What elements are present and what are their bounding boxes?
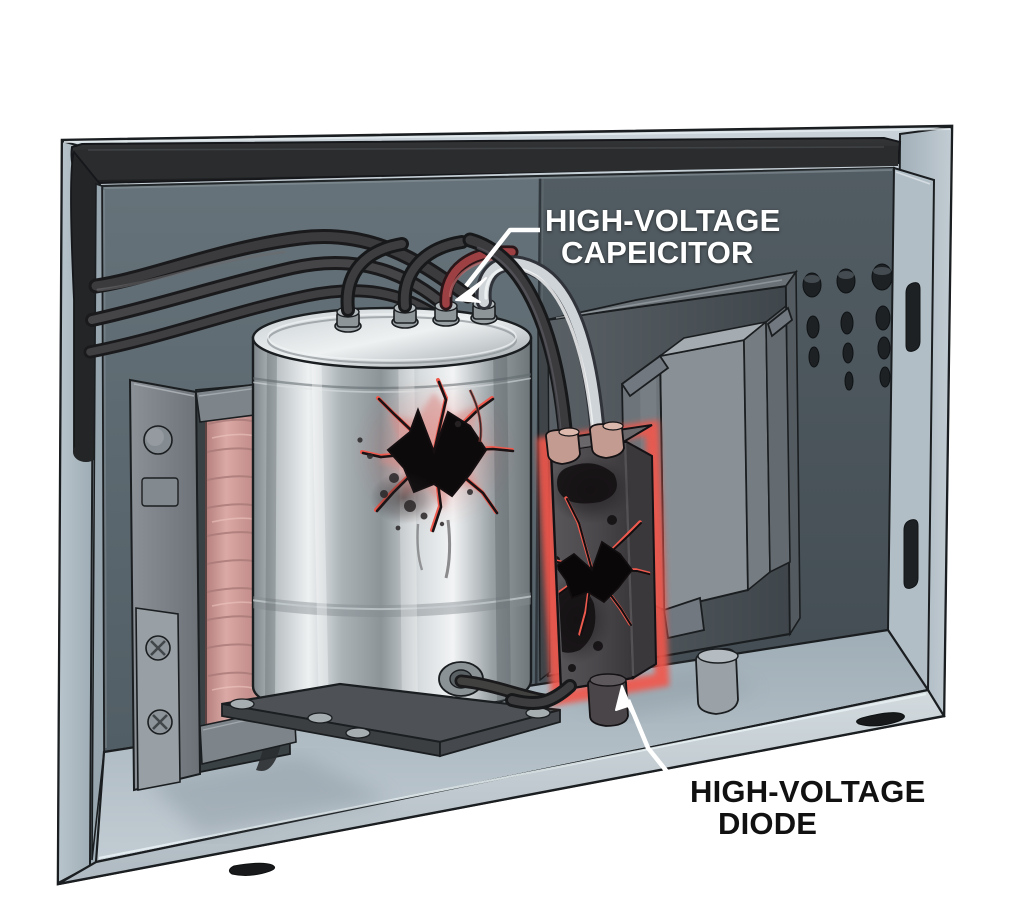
capacitor-base-plate [221, 682, 561, 758]
label-high-voltage-diode: HIGH-VOLTAGE DIODE [690, 774, 1010, 842]
transformer-mount-post [695, 647, 739, 715]
label-diode-line2: DIODE [718, 806, 818, 842]
high-voltage-capacitor [221, 298, 561, 758]
capacitor-wires [340, 232, 606, 448]
wire-harness [83, 229, 476, 359]
top-trim-bar [70, 136, 902, 462]
label-diode-line1: HIGH-VOLTAGE [690, 774, 926, 809]
right-side-wall [886, 166, 936, 694]
label-capacitor-line2: CAPEICITOR [561, 235, 754, 271]
diode-bottom-leg [587, 673, 629, 727]
label-high-voltage-capacitor: HIGH-VOLTAGE CAPEICITOR [545, 203, 875, 271]
floor-slot [228, 862, 276, 876]
phillips-screw-lower [147, 709, 173, 735]
high-voltage-diode [505, 419, 670, 727]
leader-diode [615, 685, 690, 800]
mounting-bracket [128, 378, 297, 792]
phillips-screw-upper [145, 635, 171, 661]
side-vent-slots [903, 282, 921, 589]
floor-slot-right [856, 712, 905, 727]
vent-holes [802, 263, 893, 391]
label-capacitor-line1: HIGH-VOLTAGE [545, 203, 781, 238]
capacitor-rupture [356, 378, 515, 579]
diode-terminals [545, 421, 625, 465]
leader-capacitor [455, 227, 540, 303]
